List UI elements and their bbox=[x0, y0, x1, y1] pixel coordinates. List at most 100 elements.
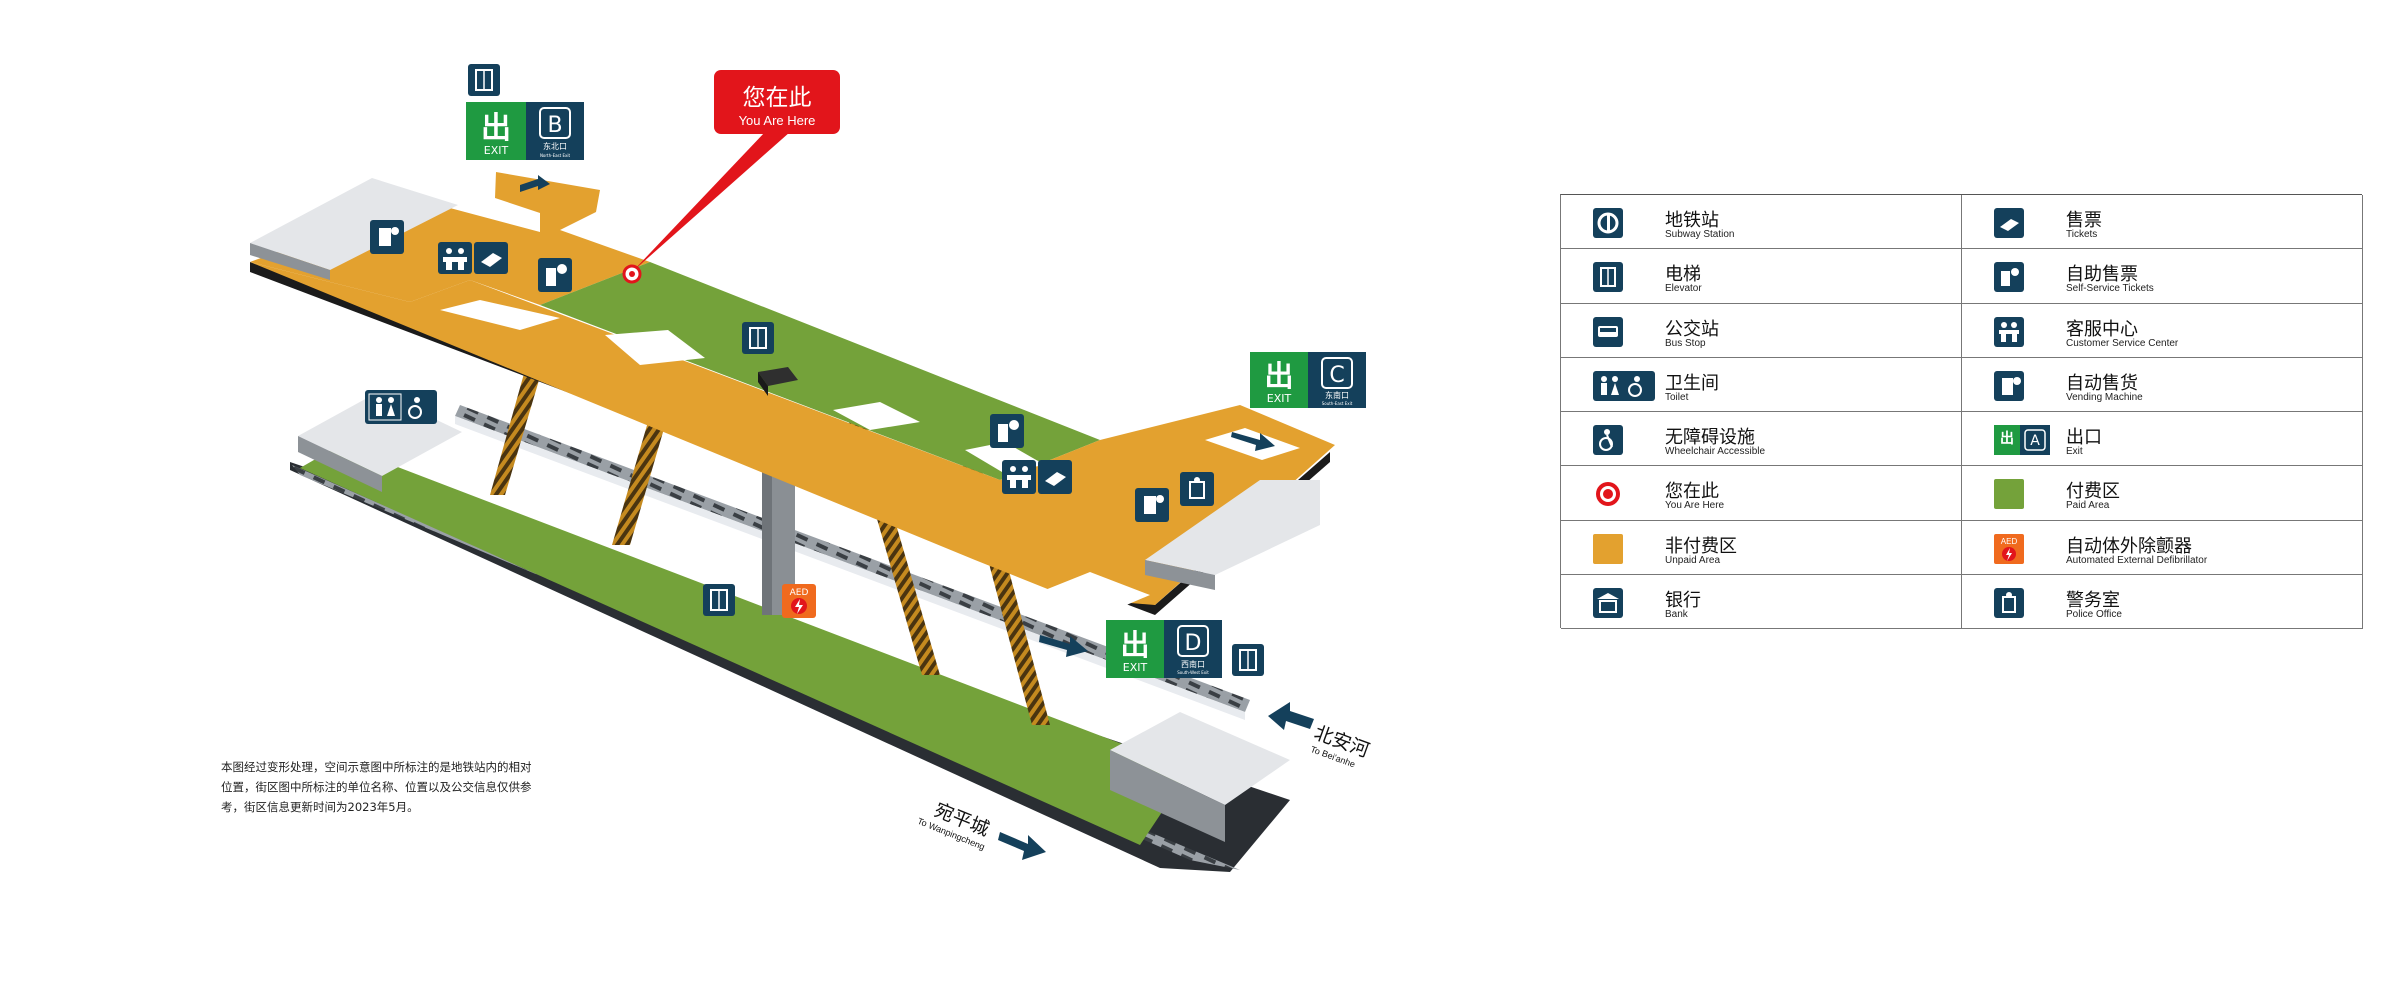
legend-label-en: Elevator bbox=[1665, 283, 1702, 295]
legend-label-en: Bank bbox=[1665, 608, 1688, 620]
arrow-south-direction bbox=[998, 832, 1046, 860]
legend-label-en: Subway Station bbox=[1665, 229, 1735, 240]
exit-sign-c: 出 EXIT C 东南口 South-East Exit bbox=[1250, 352, 1366, 408]
map-note: 本图经过变形处理，空间示意图中所标注的是地铁站内的相对位置，街区图中所标注的单位… bbox=[221, 760, 532, 814]
legend-label-en: Bus Stop bbox=[1665, 337, 1706, 349]
svg-text:B: B bbox=[547, 113, 562, 138]
you-are-here-pointer bbox=[622, 132, 790, 284]
legend-label-en: Police Office bbox=[2066, 608, 2122, 620]
map-icon-self-service-tickets bbox=[990, 414, 1024, 448]
svg-text:A: A bbox=[2030, 433, 2040, 449]
vending-kiosk bbox=[758, 367, 798, 386]
arrow-north-direction bbox=[1268, 702, 1314, 730]
legend-label-cn: 电梯 bbox=[1665, 264, 1701, 286]
legend-label-cn: 非付费区 bbox=[1665, 535, 1737, 557]
callout-tail bbox=[632, 132, 790, 272]
building-block-nw bbox=[250, 178, 458, 270]
subway-icon bbox=[1593, 208, 1623, 238]
svg-text:EXIT: EXIT bbox=[1267, 392, 1292, 405]
elevator-icon bbox=[1593, 262, 1623, 293]
column-shade bbox=[762, 455, 772, 615]
you-are-here-icon bbox=[1593, 479, 1623, 509]
legend-label-en: Self-Service Tickets bbox=[2066, 283, 2154, 295]
you-are-here-en: You Are Here bbox=[738, 113, 816, 128]
map-icon-customer-service bbox=[1002, 460, 1036, 494]
legend-label-en: Automated External Defibrillator bbox=[2066, 554, 2208, 566]
svg-text:EXIT: EXIT bbox=[484, 144, 509, 157]
map-icon-tickets bbox=[474, 242, 508, 274]
legend-label-en: Exit bbox=[2066, 446, 2083, 457]
wheelchair-icon bbox=[1593, 425, 1623, 455]
vending-icon bbox=[1994, 370, 2024, 401]
platform-paid-floor bbox=[300, 445, 1190, 845]
legend-label-en: Vending Machine bbox=[2066, 391, 2143, 403]
arrow-to-exit-d bbox=[1039, 635, 1088, 657]
you-are-here-cn: 您在此 bbox=[742, 85, 812, 111]
svg-text:出: 出 bbox=[2000, 430, 2014, 447]
stair bbox=[490, 370, 542, 495]
vending-kiosk-front bbox=[758, 372, 768, 396]
legend-label-cn: 警务室 bbox=[2066, 589, 2120, 611]
legend-label-en: Wheelchair Accessible bbox=[1665, 446, 1766, 457]
map-icon-police bbox=[1180, 472, 1214, 506]
svg-text:AED: AED bbox=[790, 588, 809, 598]
platform-track-upper bbox=[455, 405, 1250, 712]
exit-sign-d: 出 EXIT D 西南口 South-West Exit bbox=[1106, 620, 1222, 678]
svg-text:西南口: 西南口 bbox=[1181, 659, 1205, 669]
legend-label-cn: 您在此 bbox=[1665, 481, 1719, 503]
you-are-here-callout: 您在此 You Are Here bbox=[714, 70, 840, 134]
platform-end-block-east-side bbox=[1110, 750, 1225, 842]
arrow-to-exit-c bbox=[1231, 432, 1275, 451]
legend-label-en: Paid Area bbox=[2066, 500, 2110, 512]
arrow-to-exit-b bbox=[520, 175, 550, 192]
legend-label-en: Tickets bbox=[2066, 229, 2098, 240]
legend-label-cn: 付费区 bbox=[2066, 481, 2120, 503]
svg-text:South-East Exit: South-East Exit bbox=[1322, 401, 1353, 406]
platform-end-block-east bbox=[1110, 712, 1290, 805]
concourse-hole bbox=[605, 330, 705, 365]
map-icon-customer-service bbox=[438, 242, 472, 274]
legend-label-cn: 卫生间 bbox=[1665, 372, 1719, 394]
legend-label-cn: 出口 bbox=[2066, 427, 2102, 448]
legend-label-cn: 自动售货 bbox=[2066, 372, 2138, 394]
paid-area-concourse bbox=[540, 262, 1100, 480]
legend-label-cn: 自动体外除颤器 bbox=[2066, 535, 2192, 557]
map-icon-elevator bbox=[703, 584, 735, 616]
legend-label-cn: 地铁站 bbox=[1665, 210, 1719, 231]
svg-text:出: 出 bbox=[481, 111, 511, 146]
customer-service-icon bbox=[1994, 316, 2024, 347]
map-icon-aed: AED bbox=[782, 584, 816, 618]
toilet-icon bbox=[1593, 370, 1655, 401]
bus-icon bbox=[1593, 316, 1623, 347]
building-block-east bbox=[1145, 480, 1320, 575]
legend-label-en: Unpaid Area bbox=[1665, 554, 1721, 566]
legend-label-en: Customer Service Center bbox=[2066, 337, 2179, 349]
svg-text:东南口: 东南口 bbox=[1325, 390, 1349, 400]
concourse-hole bbox=[1205, 428, 1300, 460]
legend-label-cn: 售票 bbox=[2066, 210, 2102, 231]
concourse-hole bbox=[1045, 572, 1150, 612]
svg-text:South-West Exit: South-West Exit bbox=[1177, 670, 1209, 675]
floor-arrows bbox=[520, 175, 1275, 657]
legend-label-cn: 客服中心 bbox=[2066, 318, 2138, 340]
map-icon-elevator bbox=[468, 64, 500, 96]
concourse-hole bbox=[833, 402, 920, 430]
legend-label-cn: 无障碍设施 bbox=[1665, 427, 1755, 448]
svg-text:东北口: 东北口 bbox=[543, 141, 567, 151]
svg-text:North-East Exit: North-East Exit bbox=[540, 153, 571, 158]
legend-label-en: You Are Here bbox=[1665, 500, 1725, 512]
